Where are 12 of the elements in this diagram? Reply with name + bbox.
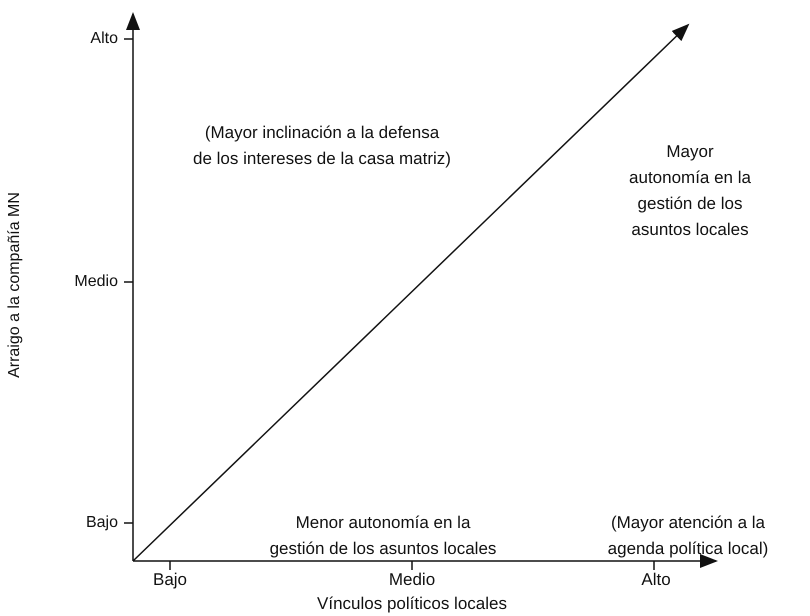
tick-label: Medio [388, 569, 436, 591]
axis-title: Vínculos políticos locales [317, 593, 507, 615]
tick-label: Alto [90, 29, 118, 49]
tick-label: Medio [74, 272, 118, 292]
quadrant-note: (Mayor atención a la agenda política local) [606, 512, 770, 560]
tick-label: Bajo [152, 569, 188, 591]
quadrant-note: Mayor autonomía en la gestión de los asuntos locales [628, 141, 752, 241]
tick-label: Alto [641, 569, 671, 591]
tick-label: Bajo [86, 513, 118, 533]
axis-title: Arraigo a la compañía MN [5, 192, 24, 378]
quadrant-note: (Mayor inclinación a la defensa de los intereses de la casa matriz) [192, 122, 452, 170]
quadrant-note: Menor autonomía en la gestión de los asuntos locales [268, 512, 498, 560]
